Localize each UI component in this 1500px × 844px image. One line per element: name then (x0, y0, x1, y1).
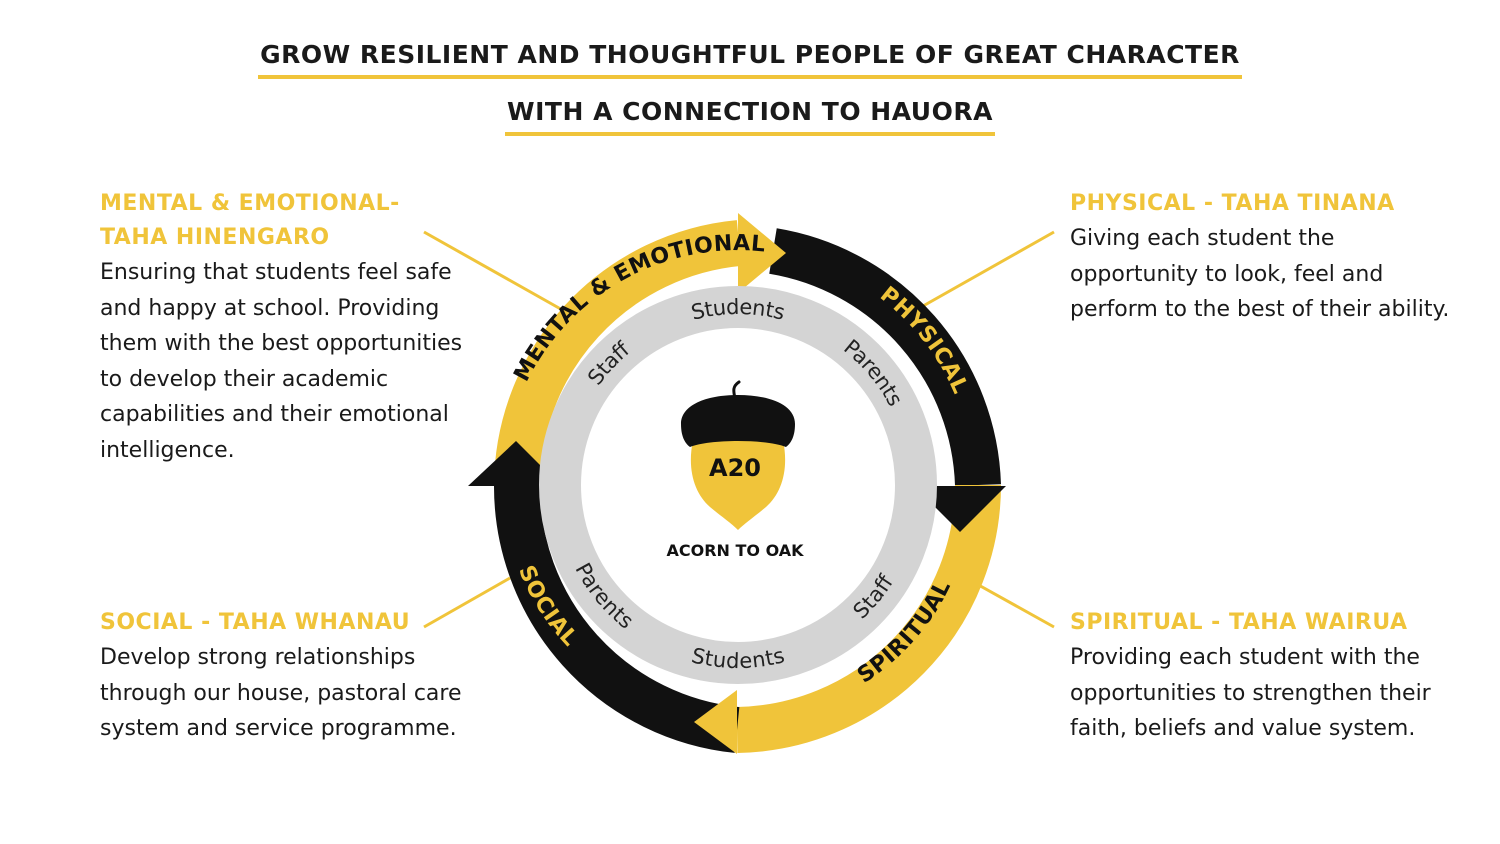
physical-title: PHYSICAL - TAHA TINANA (1070, 191, 1395, 216)
arrowhead-mental-emotional (738, 213, 786, 293)
spiritual-arc (736, 484, 1001, 753)
connector-line-social (423, 576, 511, 629)
social-title: SOCIAL - TAHA WHANAU (100, 610, 411, 635)
mental-emotional-block: MENTAL & EMOTIONAL- TAHA HINENGARO Ensur… (100, 187, 490, 468)
mental-emotional-body: Ensuring that students feel safe and hap… (100, 260, 463, 463)
spiritual-block: SPIRITUAL - TAHA WAIRUA Providing each s… (1070, 606, 1450, 747)
physical-block: PHYSICAL - TAHA TINANA Giving each stude… (1070, 187, 1450, 328)
physical-arc (768, 228, 1001, 487)
mental-emotional-title: MENTAL & EMOTIONAL- TAHA HINENGARO (100, 191, 400, 250)
acorn-body (690, 440, 786, 530)
acorn-cap (681, 395, 795, 447)
heading-line-2-text: WITH A CONNECTION TO HAUORA (505, 97, 995, 136)
connector-line-physical (915, 230, 1055, 312)
arrowhead-physical (914, 486, 1006, 532)
heading-line-1: GROW RESILIENT AND THOUGHTFUL PEOPLE OF … (0, 40, 1500, 79)
arrowhead-spiritual (694, 690, 737, 754)
heading-line-1-text: GROW RESILIENT AND THOUGHTFUL PEOPLE OF … (258, 40, 1242, 79)
mental-emotional-arc (494, 220, 742, 486)
acorn-icon: A20 (681, 380, 795, 530)
outer-ring (493, 220, 1001, 753)
spiritual-title: SPIRITUAL - TAHA WAIRUA (1070, 610, 1408, 635)
physical-body: Giving each student the opportunity to l… (1070, 226, 1450, 322)
social-arc (493, 484, 740, 753)
spiritual-body: Providing each student with the opportun… (1070, 645, 1431, 741)
heading-line-2: WITH A CONNECTION TO HAUORA (0, 97, 1500, 136)
arrowhead-social (468, 441, 561, 486)
social-block: SOCIAL - TAHA WHANAU Develop strong rela… (100, 606, 490, 747)
acorn-badge: A20 (709, 454, 761, 482)
social-body: Develop strong relationships through our… (100, 645, 462, 741)
inner-ring (539, 286, 937, 684)
connector-line-mental (423, 230, 567, 314)
acorn-caption: ACORN TO OAK (666, 541, 804, 560)
